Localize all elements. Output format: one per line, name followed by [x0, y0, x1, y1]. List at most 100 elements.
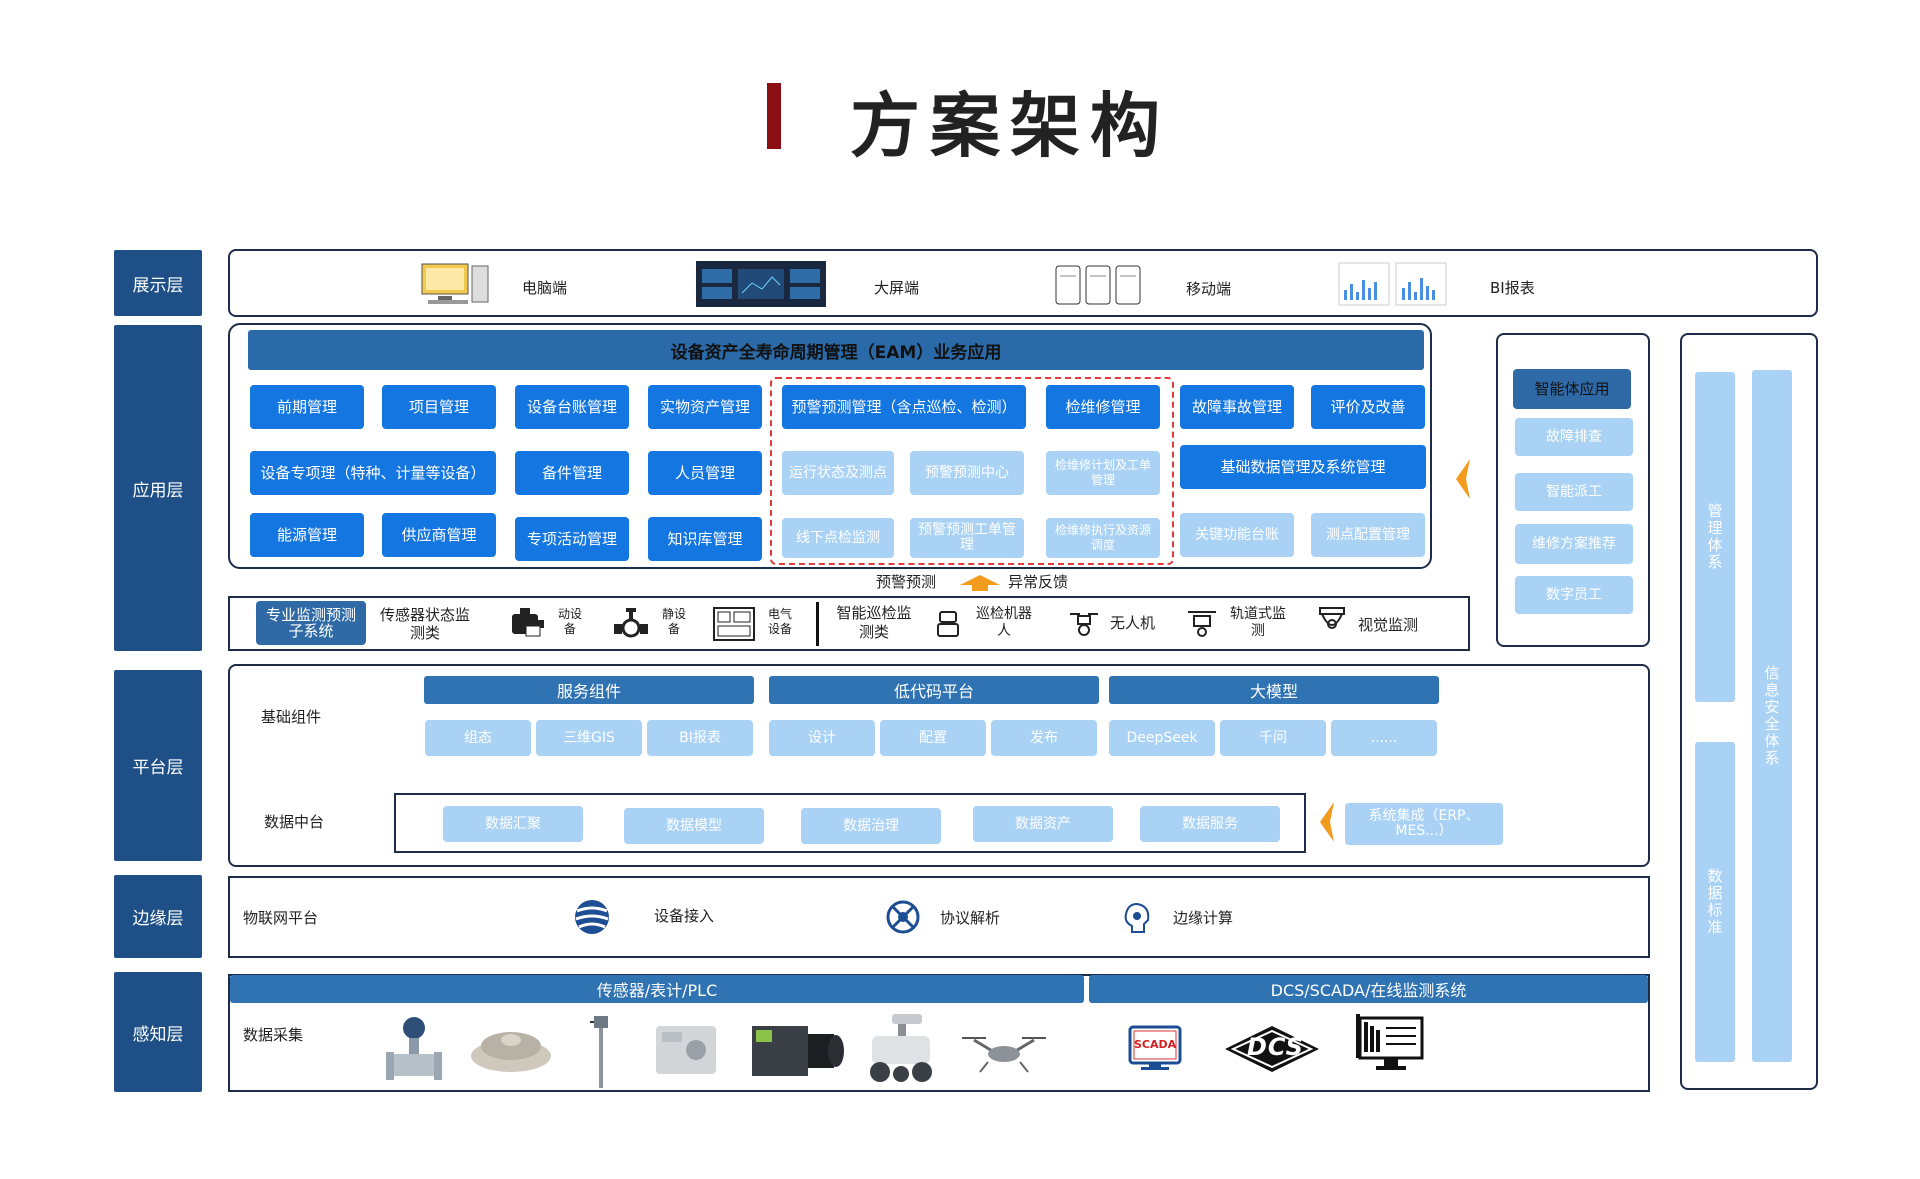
btn-data-service[interactable]: 数据服务	[1140, 806, 1280, 842]
inspection-robot-icon	[862, 1010, 940, 1090]
btn-run-status[interactable]: 运行状态及测点	[782, 451, 894, 495]
ai-digital-staff[interactable]: 数字员工	[1515, 576, 1633, 614]
service-banner: 服务组件	[424, 676, 754, 704]
security-system-bar: 信息安全体系	[1752, 370, 1792, 1062]
left-arrow-icon	[1454, 457, 1472, 501]
static-equipment-label: 静设备	[661, 607, 686, 636]
btn-more[interactable]: ......	[1331, 720, 1437, 756]
btn-point-config[interactable]: 测点配置管理	[1311, 513, 1425, 557]
btn-supplier[interactable]: 供应商管理	[382, 513, 496, 557]
btn-data-asset[interactable]: 数据资产	[973, 806, 1113, 842]
layer-label-perception: 感知层	[114, 972, 202, 1092]
btn-special-activity[interactable]: 专项活动管理	[515, 517, 629, 561]
btn-design[interactable]: 设计	[769, 720, 875, 756]
protocol-parse-label: 协议解析	[940, 909, 1001, 927]
scada-icon	[1127, 1024, 1183, 1072]
display-screen-label: 大屏端	[874, 279, 920, 297]
rail-monitor-label: 轨道式监测	[1230, 606, 1286, 639]
btn-knowledge[interactable]: 知识库管理	[648, 517, 762, 561]
btn-energy[interactable]: 能源管理	[250, 513, 364, 557]
btn-qianwen[interactable]: 千问	[1220, 720, 1326, 756]
feedback-predict-label: 预警预测	[876, 573, 937, 591]
btn-data-gather[interactable]: 数据汇聚	[443, 806, 583, 842]
thermocouple-icon	[586, 1012, 616, 1092]
monitor-system-icon	[1352, 1012, 1426, 1074]
predict-repair-zone	[770, 377, 1174, 565]
btn-ledger-mgmt[interactable]: 设备台账管理	[515, 385, 629, 429]
bi-report-icon	[1338, 262, 1448, 306]
ai-repair-recommend[interactable]: 维修方案推荐	[1515, 524, 1633, 564]
computer-icon	[418, 260, 498, 308]
integration-arrow-icon	[1318, 800, 1336, 844]
btn-data-governance[interactable]: 数据治理	[801, 808, 941, 844]
valve-icon	[612, 606, 650, 642]
btn-bi-report[interactable]: BI报表	[647, 720, 753, 756]
plc-banner: 传感器/表计/PLC	[230, 975, 1084, 1003]
layer-label-display: 展示层	[114, 250, 202, 316]
btn-predict-mgmt[interactable]: 预警预测管理（含点巡检、检测）	[782, 385, 1026, 429]
btn-offline-check[interactable]: 线下点检监测	[782, 518, 894, 558]
btn-monitor-system[interactable]: 专业监测预测子系统	[256, 601, 366, 645]
btn-repair-mgmt[interactable]: 检维修管理	[1046, 385, 1160, 429]
dcs-banner: DCS/SCADA/在线监测系统	[1089, 975, 1648, 1003]
btn-predict-order[interactable]: 预警预测工单管理	[910, 518, 1024, 558]
btn-special-equipment[interactable]: 设备专项理（特种、计量等设备）	[250, 451, 496, 495]
edge-compute-label: 边缘计算	[1173, 909, 1234, 927]
btn-project-mgmt[interactable]: 项目管理	[382, 385, 496, 429]
feedback-abnormal-label: 异常反馈	[1008, 573, 1069, 591]
btn-basic-data[interactable]: 基础数据管理及系统管理	[1180, 445, 1426, 489]
monitor-frame	[228, 596, 1470, 651]
dcs-logo-text: DCS	[1247, 1033, 1304, 1061]
ai-app-head[interactable]: 智能体应用	[1513, 369, 1631, 409]
electric-cabinet-icon	[712, 606, 756, 642]
base-components-label: 基础组件	[261, 708, 322, 726]
flowmeter-icon	[382, 1014, 446, 1088]
btn-asset-mgmt[interactable]: 实物资产管理	[648, 385, 762, 429]
sensor-box-icon	[650, 1018, 722, 1082]
iot-platform-label: 物联网平台	[243, 909, 319, 927]
btn-deepseek[interactable]: DeepSeek	[1109, 720, 1215, 756]
btn-personnel[interactable]: 人员管理	[648, 451, 762, 495]
btn-evaluate[interactable]: 评价及改善	[1311, 385, 1425, 429]
industrial-camera-icon	[748, 1018, 846, 1084]
ai-smart-dispatch[interactable]: 智能派工	[1515, 473, 1633, 511]
layer-label-app: 应用层	[114, 325, 202, 651]
dynamic-equipment-label: 动设备	[557, 607, 582, 636]
inspection-robot-label: 巡检机器人	[976, 606, 1032, 639]
btn-key-ledger[interactable]: 关键功能台账	[1180, 513, 1294, 557]
drone-label: 无人机	[1110, 614, 1156, 632]
feedback-arrow-icon	[958, 573, 1004, 593]
mgmt-system-bar: 管理体系	[1695, 372, 1735, 702]
btn-3d-gis[interactable]: 三维GIS	[536, 720, 642, 756]
electric-equipment-label: 电气设备	[767, 607, 792, 636]
btn-repair-plan[interactable]: 检维修计划及工单管理	[1046, 451, 1160, 495]
load-cell-icon	[466, 1016, 556, 1080]
btn-fault-mgmt[interactable]: 故障事故管理	[1180, 385, 1294, 429]
drone-icon	[1066, 608, 1102, 640]
layer-label-edge: 边缘层	[114, 875, 202, 958]
btn-config[interactable]: 配置	[880, 720, 986, 756]
page-title: 方案架构	[850, 85, 1170, 167]
display-pc-label: 电脑端	[522, 279, 568, 297]
big-screen-icon	[696, 261, 826, 307]
data-collect-label: 数据采集	[243, 1026, 304, 1044]
ai-fault-diagnosis[interactable]: 故障排查	[1515, 418, 1633, 456]
btn-system-integration[interactable]: 系统集成（ERP、MES...）	[1345, 803, 1503, 845]
eam-banner: 设备资产全寿命周期管理（EAM）业务应用	[248, 330, 1424, 370]
robot-icon	[934, 608, 962, 640]
globe-icon	[572, 897, 612, 937]
btn-data-model[interactable]: 数据模型	[624, 808, 764, 844]
display-mobile-label: 移动端	[1186, 280, 1232, 298]
camera-icon	[1316, 606, 1348, 642]
btn-spare-parts[interactable]: 备件管理	[515, 451, 629, 495]
btn-early-mgmt[interactable]: 前期管理	[250, 385, 364, 429]
btn-publish[interactable]: 发布	[991, 720, 1097, 756]
btn-repair-exec[interactable]: 检维修执行及资源调度	[1046, 518, 1160, 558]
scada-text: SCADA	[1134, 1038, 1177, 1051]
motor-icon	[508, 606, 546, 640]
smart-inspection-label: 智能巡检监测类	[836, 604, 912, 641]
btn-predict-center[interactable]: 预警预测中心	[910, 451, 1024, 495]
lowcode-banner: 低代码平台	[769, 676, 1099, 704]
llm-banner: 大模型	[1109, 676, 1439, 704]
btn-configuration[interactable]: 组态	[425, 720, 531, 756]
